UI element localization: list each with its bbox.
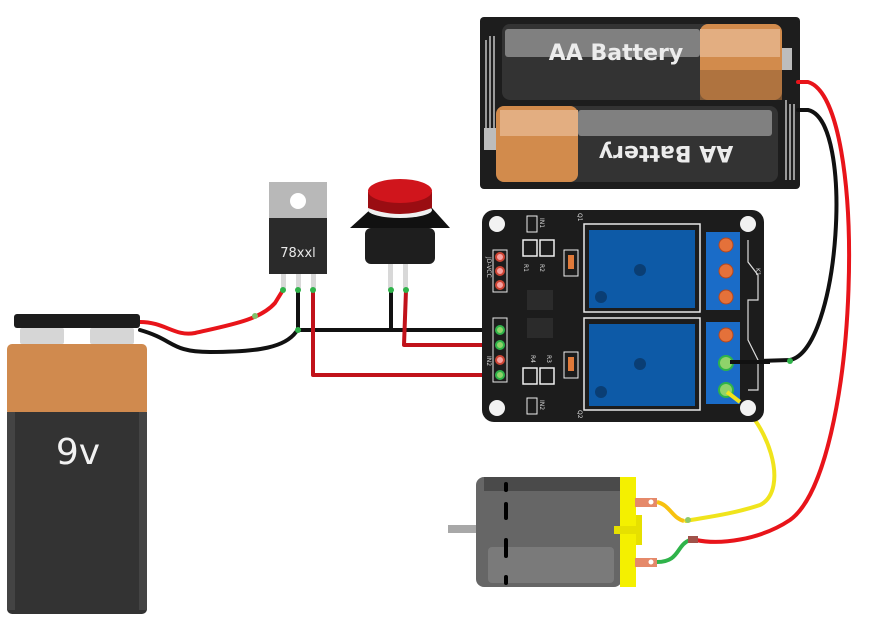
silk-in1: IN1 (538, 218, 545, 228)
wire-regulator-vcc (311, 288, 500, 377)
relay-module[interactable]: JD-VCC IN2 R1 R2 R4 (482, 210, 764, 422)
wire-aa-negative (728, 108, 839, 364)
pin-label-in2: IN2 (485, 356, 492, 366)
silk-r2: R2 (538, 264, 545, 272)
silk-q1: Q1 (576, 213, 583, 222)
silk-r3: R3 (545, 355, 552, 363)
relay-symbol (747, 240, 759, 391)
silk-r4: R4 (529, 355, 536, 363)
pin-label-jdvcc: JD-VCC (485, 256, 492, 278)
push-button[interactable] (350, 179, 450, 290)
relay-2 (583, 317, 701, 411)
aa-battery-holder[interactable]: AA Battery AA Battery (480, 17, 800, 189)
battery-9v-label: 9v (56, 432, 100, 473)
silk-in2: IN2 (538, 400, 545, 410)
wire-gnd-rail (296, 288, 500, 332)
battery-9v[interactable]: 9v (7, 314, 147, 614)
silk-q2: Q2 (576, 410, 583, 419)
aa-battery-bottom-label: AA Battery (599, 140, 733, 165)
aa-battery-top: AA Battery (502, 24, 792, 100)
wire-aa-positive (694, 80, 852, 544)
signal-header: IN2 (485, 317, 508, 383)
silk-r1: R1 (522, 264, 529, 272)
relay-1 (583, 223, 701, 313)
regulator-label: 78xxl (280, 246, 316, 261)
wire-9v-negative (138, 328, 298, 354)
voltage-regulator[interactable]: 78xxl (269, 182, 327, 290)
aa-battery-top-label: AA Battery (549, 41, 683, 66)
terminal-block-k1 (706, 232, 740, 310)
aa-battery-bottom: AA Battery (484, 106, 778, 182)
power-header: JD-VCC (485, 249, 508, 293)
dc-motor[interactable] (448, 477, 698, 587)
wires (138, 80, 852, 544)
wire-button-in1 (402, 288, 500, 347)
wire-no-stub (725, 390, 742, 404)
smd-components: R1 R2 R4 R3 IN1 IN2 Q1 Q2 (522, 213, 583, 419)
wire-junctions (252, 287, 793, 364)
wire-9v-positive (138, 288, 285, 336)
silk-k1: K1 (754, 268, 761, 276)
